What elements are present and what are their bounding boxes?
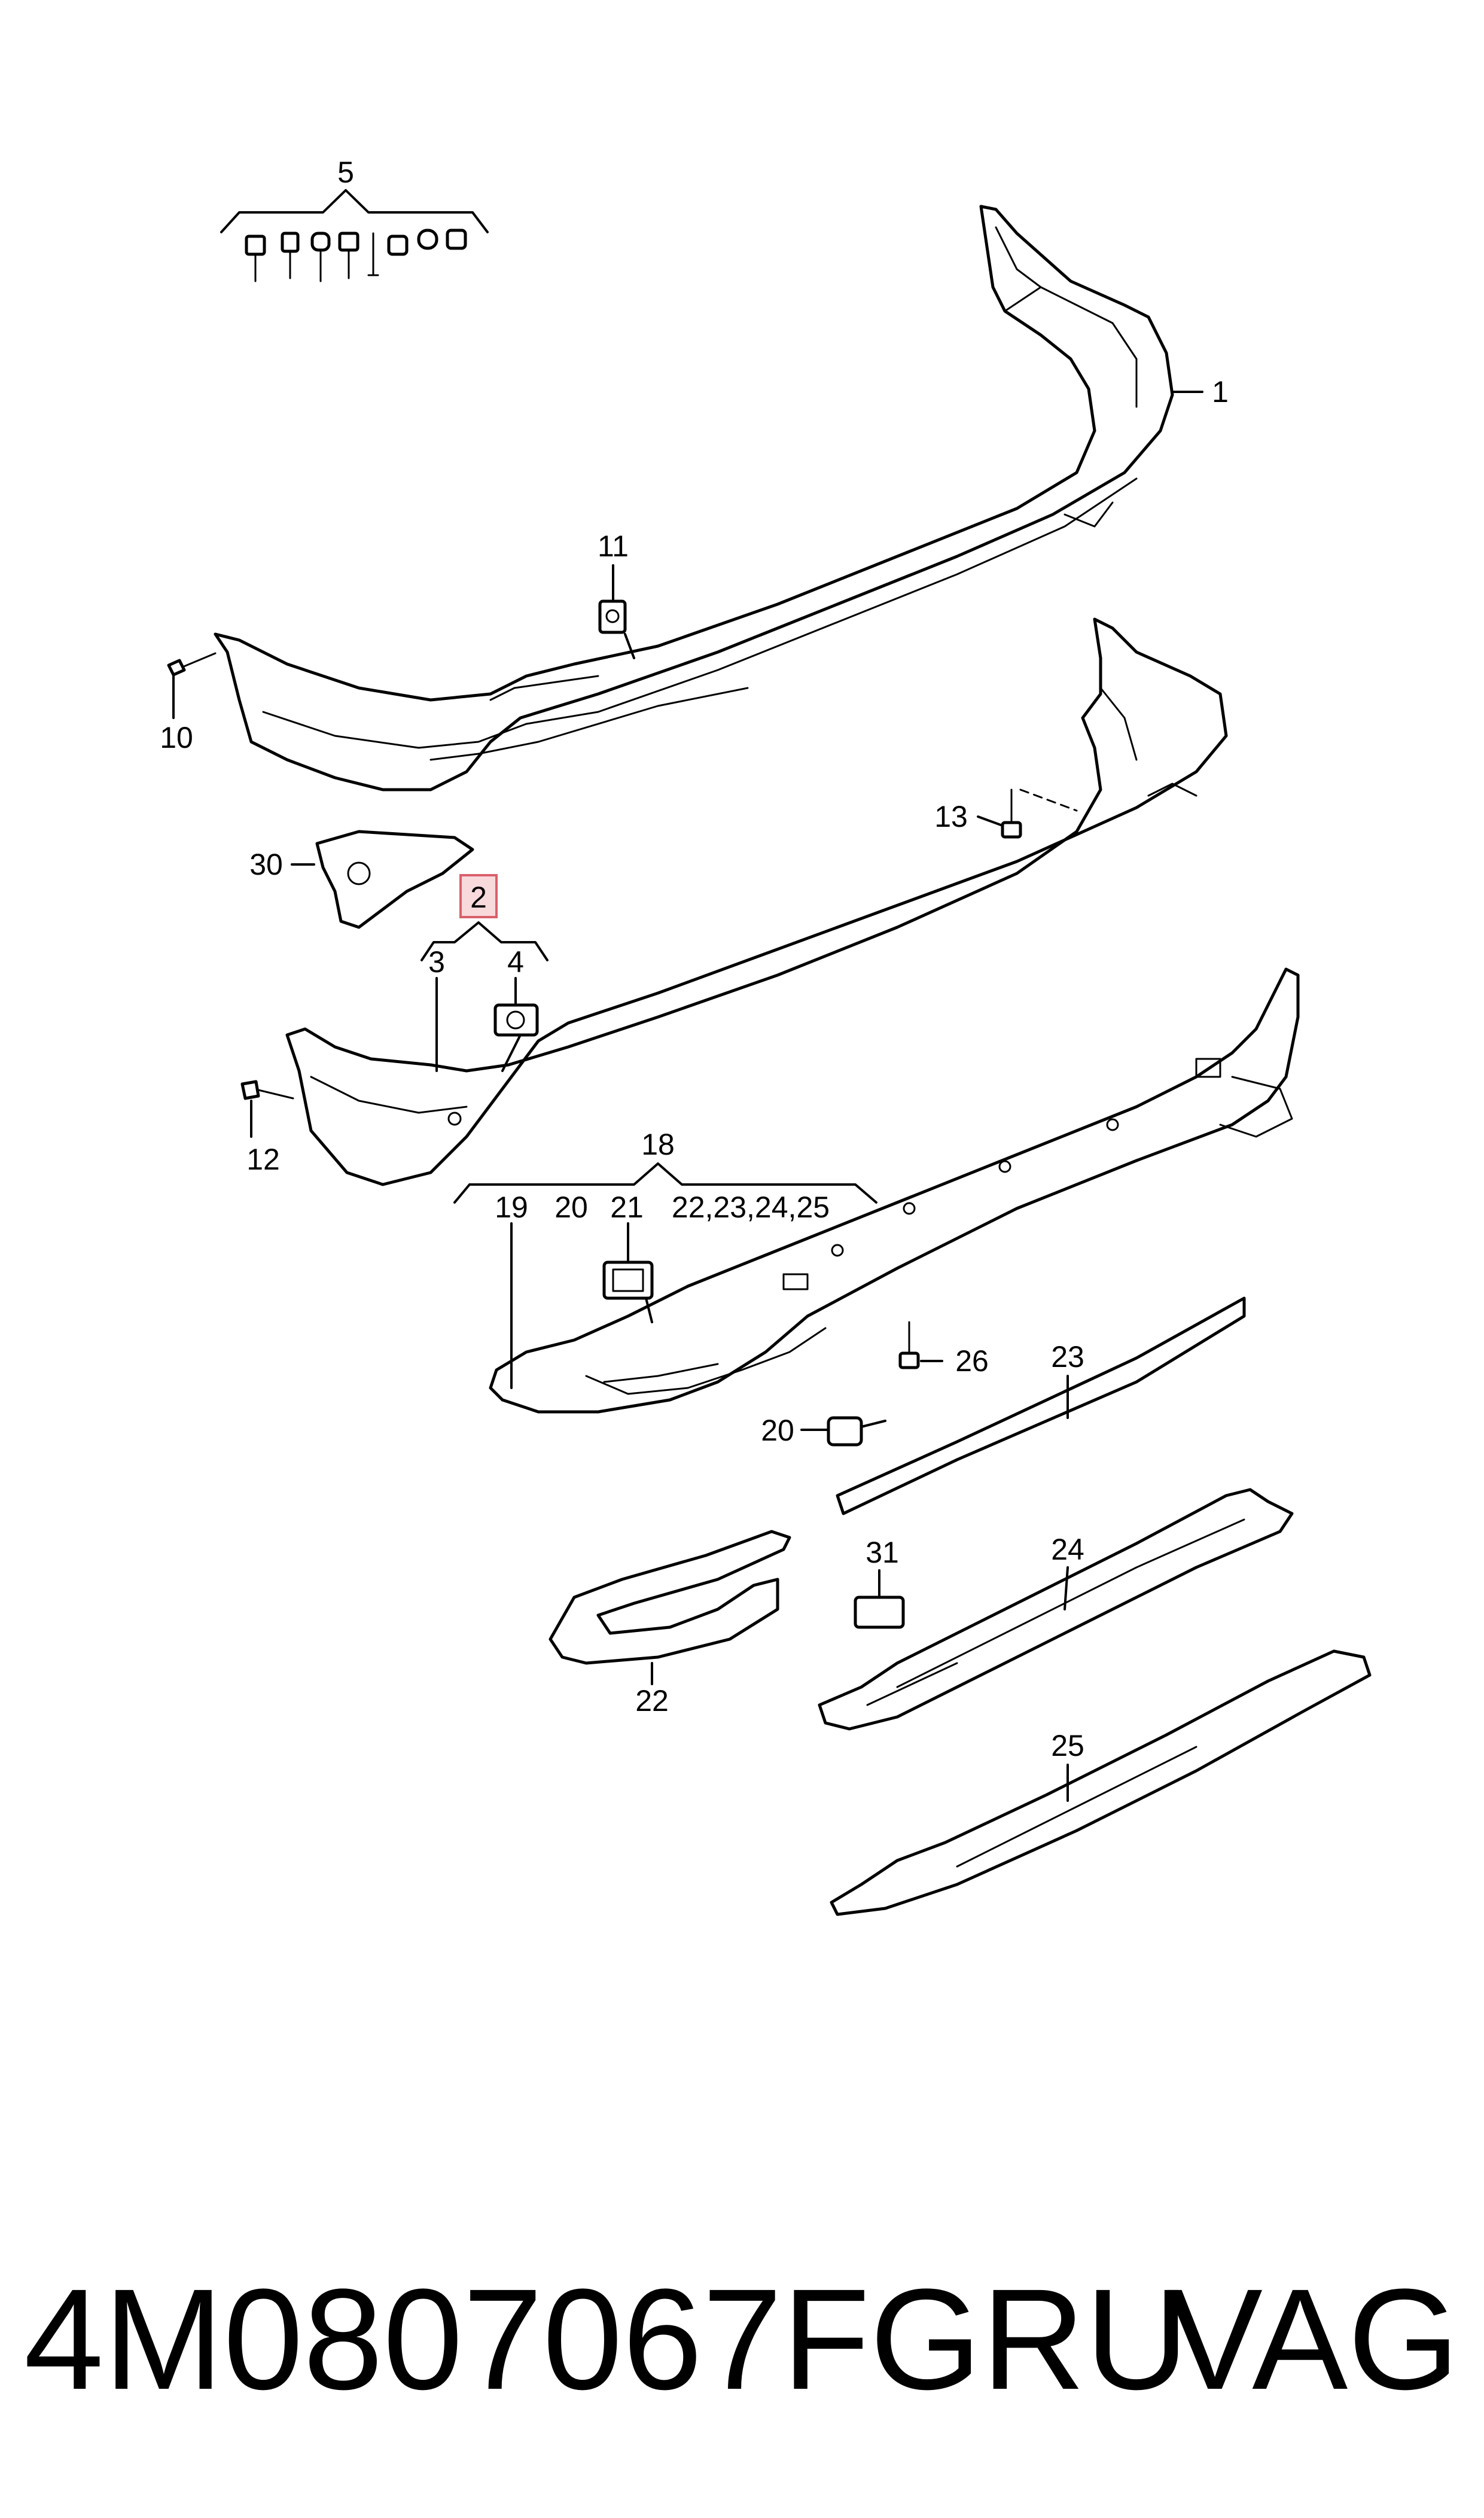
callout-12: 12 [246, 1143, 280, 1176]
part-3-lower-bumper-cover [285, 617, 1228, 1186]
part-19-diffuser [489, 967, 1300, 1414]
callout-21: 21 [610, 1191, 644, 1224]
part-24-lower-bracket [818, 1488, 1294, 1731]
callout-brackets [220, 189, 877, 1204]
callout-5: 5 [337, 156, 354, 189]
callout-31: 31 [866, 1536, 899, 1569]
callout-18: 18 [641, 1128, 675, 1161]
callout-13: 13 [934, 800, 968, 833]
callout-2: 2 [470, 881, 487, 914]
part-11-clip [598, 599, 627, 634]
callout-25: 25 [1051, 1729, 1084, 1762]
callout-22: 22 [635, 1684, 669, 1718]
callout-20-bottom: 20 [761, 1414, 794, 1447]
part-10-screw [167, 652, 217, 677]
part-4-clip [493, 1003, 539, 1037]
callout-24: 24 [1051, 1533, 1084, 1566]
leader-lines [172, 391, 1203, 1802]
callout-22-25: 22,23,24,25 [672, 1191, 830, 1224]
callout-1: 1 [1212, 375, 1229, 409]
part-12-screw [240, 1080, 294, 1100]
callout-30: 30 [249, 848, 283, 881]
callout-2-highlight [459, 874, 498, 918]
callout-3: 3 [428, 945, 445, 979]
callout-20-top: 20 [554, 1191, 588, 1224]
part-1-bumper-cover [214, 205, 1174, 791]
callout-19: 19 [495, 1191, 528, 1224]
callout-labels: 5 1 11 10 13 30 2 3 4 12 18 19 20 21 22,… [160, 156, 1229, 1762]
callout-23: 23 [1051, 1340, 1084, 1374]
part-13-screw [1001, 788, 1022, 839]
part-30-bracket [315, 830, 474, 929]
part-23-trim-strip [836, 1296, 1246, 1515]
part-25-lower-lip [830, 1649, 1372, 1916]
part-number: 4M0807067FGRU [24, 2259, 1189, 2419]
part-22-frame [548, 1530, 791, 1665]
callout-11: 11 [598, 529, 629, 563]
footer: 4M0807067FGRU VAG [24, 2249, 1459, 2429]
callout-26: 26 [955, 1344, 989, 1378]
callout-4: 4 [507, 945, 524, 979]
callout-10: 10 [160, 721, 193, 754]
part-5-fastener-set [245, 229, 467, 282]
part-26-screw [898, 1321, 920, 1369]
part-20-cap [827, 1416, 863, 1447]
part-31-clip [854, 1596, 905, 1629]
part-21-sensor-holder [602, 1260, 654, 1300]
brand-label: VAG [1166, 2259, 1459, 2419]
